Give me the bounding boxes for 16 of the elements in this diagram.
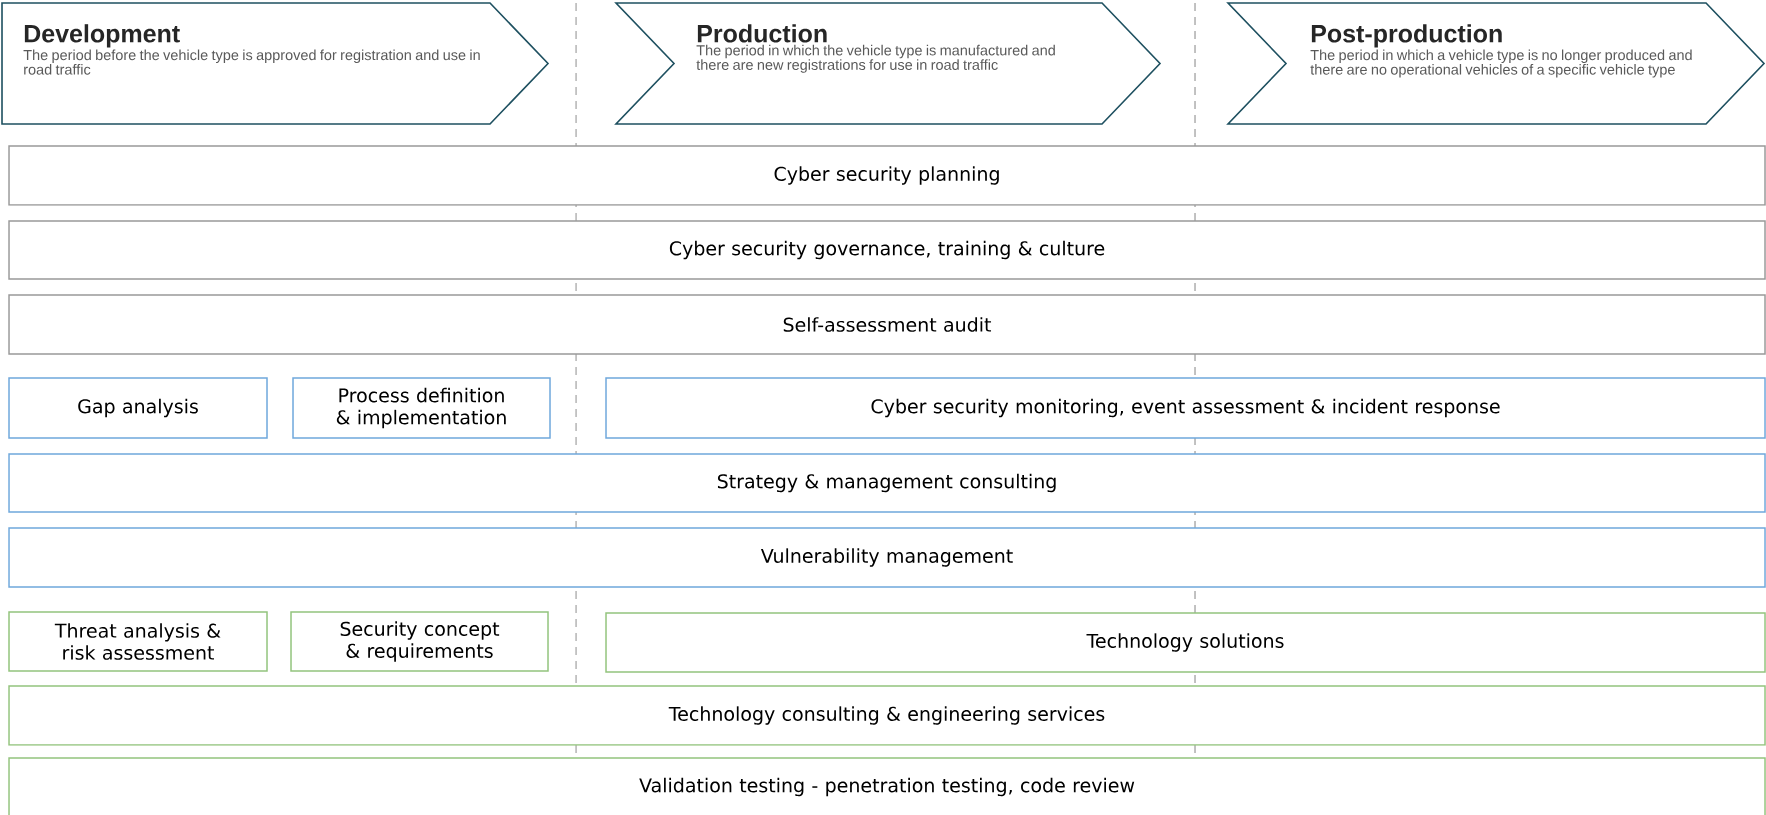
service-box: Technology consulting & engineering services xyxy=(8,685,1766,746)
service-box: Validation testing - penetration testing, code review xyxy=(8,757,1766,815)
phase-heading-box: Post-production The period in which a vehicle type is no longer produced and there are no operational vehicles of a specific vehicle type xyxy=(1226,2,1766,125)
service-box: Process definition & implementation xyxy=(292,377,551,439)
service-box: Strategy & management consulting xyxy=(8,453,1766,513)
phase-heading-box: Development The period before the vehicle type is approved for registration and use in road traffic xyxy=(1,2,550,125)
service-box: Security concept & requirements xyxy=(290,611,549,672)
phase-heading-box: Production The period in which the vehicle type is manufactured and there are new registrations for use in road traffic xyxy=(614,2,1162,125)
service-box: Self-assessment audit xyxy=(8,294,1766,355)
service-box: Gap analysis xyxy=(8,377,268,439)
service-box: Vulnerability management xyxy=(8,527,1766,588)
service-box: Cyber security planning xyxy=(8,145,1766,206)
service-box: Threat analysis & risk assessment xyxy=(8,611,268,672)
service-box: Technology solutions xyxy=(605,612,1766,673)
service-box: Cyber security monitoring, event assessment & incident response xyxy=(605,377,1766,439)
service-box: Cyber security governance, training & culture xyxy=(8,220,1766,280)
